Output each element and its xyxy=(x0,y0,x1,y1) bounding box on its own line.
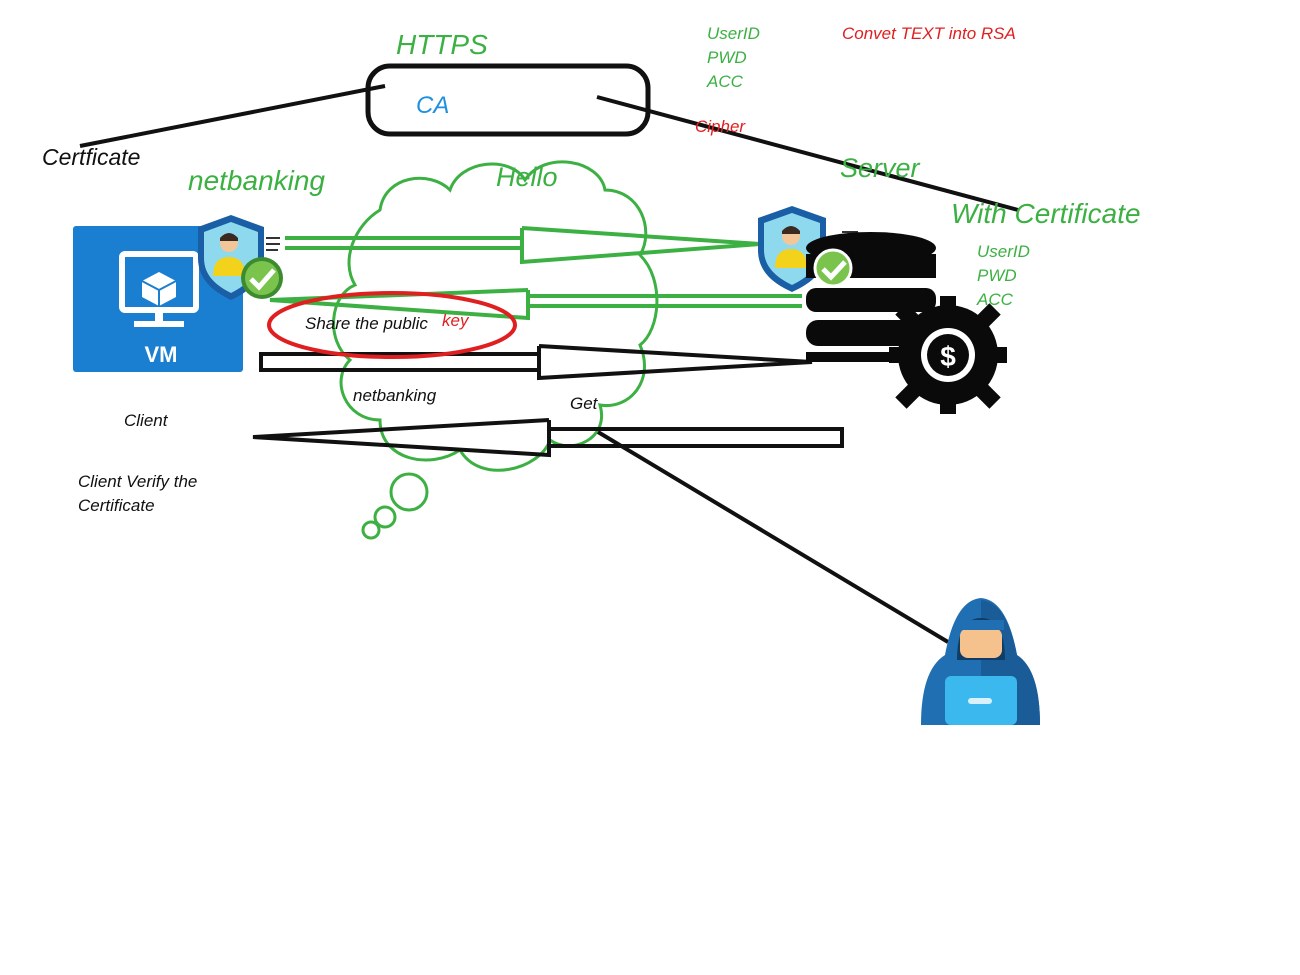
netbanking-cloud-label: netbanking xyxy=(353,386,437,405)
https-label: HTTPS xyxy=(396,29,488,60)
credential-pwd: PWD xyxy=(977,266,1017,285)
server-label: Server xyxy=(840,153,920,183)
credential-userid: UserID xyxy=(707,24,760,43)
black-arrow-to-server xyxy=(259,344,813,381)
credential-pwd: PWD xyxy=(707,48,747,67)
certificate-label: Certficate xyxy=(42,144,141,170)
server-database-icon xyxy=(806,232,936,362)
vm-label: VM xyxy=(145,342,178,367)
credential-userid: UserID xyxy=(977,242,1030,261)
hello-label: Hello xyxy=(496,162,558,192)
client-certificate-icon xyxy=(198,215,283,300)
client-label: Client xyxy=(124,411,168,430)
dollar-gear-icon: $ xyxy=(889,296,1007,414)
hacker-icon xyxy=(921,598,1040,725)
client-verify-line1: Client Verify the xyxy=(78,472,198,491)
thought-cloud xyxy=(332,160,659,540)
share-public-label: Share the public xyxy=(305,314,428,333)
credential-acc: ACC xyxy=(977,290,1013,309)
netbanking-title: netbanking xyxy=(188,165,326,196)
with-certificate-label: With Certificate xyxy=(951,198,1141,229)
ca-box xyxy=(365,63,651,137)
get-label: Get xyxy=(570,394,598,413)
ca-label: CA xyxy=(416,92,450,119)
attacker-line xyxy=(596,430,950,644)
green-arrow-to-server xyxy=(285,226,761,265)
key-label: key xyxy=(442,311,469,330)
svg-text:$: $ xyxy=(940,341,956,372)
ca-to-server-line xyxy=(596,95,1019,212)
highlight-ellipse xyxy=(267,291,517,359)
ca-to-certificate-line xyxy=(79,84,386,148)
credential-acc: ACC xyxy=(707,72,743,91)
client-verify-line2: Certificate xyxy=(78,496,155,515)
cipher-label: Cipher xyxy=(695,117,746,136)
black-arrow-to-client xyxy=(252,418,844,458)
convert-text-label: Convet TEXT into RSA xyxy=(842,24,1016,43)
